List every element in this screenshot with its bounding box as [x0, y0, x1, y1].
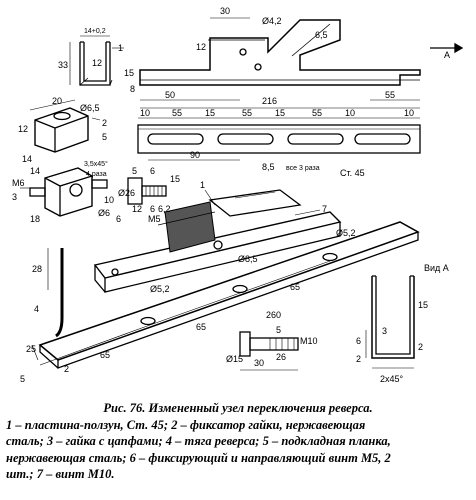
view-arrow-a: A — [444, 50, 450, 60]
dim-assembly-52: Ø5,2 — [336, 228, 356, 238]
dim-part6-6b: 6 — [150, 204, 155, 214]
dim-viewa-3: 3 — [382, 326, 387, 336]
dim-slider-42: Ø4,2 — [262, 16, 282, 26]
callout-1-assembly: 1 — [200, 180, 205, 190]
dim-viewa-2b: 2 — [418, 342, 423, 352]
dim-part2-12: 12 — [18, 124, 28, 134]
caption-line-1: 1 – пластина-ползун, Ст. 45; 2 – фиксато… — [6, 417, 366, 432]
part1-plan-view — [137, 117, 421, 161]
part5-underlay-plate — [31, 221, 420, 369]
dim-slider-15: 15 — [124, 68, 134, 78]
dim-assembly-85: Ø8,5 — [238, 254, 258, 264]
dim-part3-6: Ø6 — [98, 208, 110, 218]
callout-7: 7 — [322, 204, 327, 214]
dim-plan-10a: 10 — [140, 108, 150, 118]
callout-3: 3 — [12, 192, 17, 202]
dim-part6-26: Ø26 — [118, 188, 135, 198]
dim-part6-5: 5 — [132, 166, 137, 176]
dim-part3-10: 10 — [104, 195, 114, 205]
dim-part5-52: Ø5,2 — [150, 284, 170, 294]
dim-plan-55a: 55 — [172, 108, 182, 118]
dim-part5-260: 260 — [266, 310, 281, 320]
dim-slider-216: 216 — [262, 96, 277, 106]
callout-1-top: 1 — [118, 43, 123, 53]
dim-part7-m10: M10 — [300, 336, 318, 346]
caption-line-2: сталь; 3 – гайка с цапфами; 4 – тяга рев… — [6, 434, 391, 448]
dim-part6-15: 15 — [170, 174, 180, 184]
dim-plan-55c: 55 — [312, 108, 322, 118]
figure-caption: Рис. 76. Измененный узел переключения ре… — [6, 400, 470, 483]
part2-nut-retainer — [29, 99, 101, 153]
dim-part7-30: 30 — [254, 358, 264, 368]
dim-part1-12: 12 — [92, 58, 102, 68]
dim-part2-65: Ø6,5 — [80, 103, 100, 113]
technical-drawing: 14+0,2 33 12 1 30 Ø4,2 12 6,5 15 8 50 21… — [12, 6, 464, 384]
dim-slider-30: 30 — [220, 6, 230, 16]
dim-part7-15: Ø15 — [226, 354, 243, 364]
dim-part2-20: 20 — [52, 96, 62, 106]
dim-slider-12: 12 — [196, 42, 206, 52]
view-a-title: Вид А — [424, 263, 449, 273]
dim-plan-15b: 15 — [275, 108, 285, 118]
part1-slider-side — [139, 17, 464, 109]
view-a — [365, 275, 415, 369]
dim-plan-55b: 55 — [242, 108, 252, 118]
dim-viewa-2: 2 — [356, 354, 361, 364]
dim-part5-25: 25 — [26, 344, 36, 354]
part4-reverse-rod — [47, 248, 64, 338]
callout-4: 4 — [34, 304, 39, 314]
dim-plan-85: 8,5 — [262, 162, 275, 172]
dim-part2-2: 2 — [102, 118, 107, 128]
dim-part7-5: 5 — [276, 325, 281, 335]
callout-5: 5 — [20, 374, 25, 384]
dim-viewa-6: 6 — [356, 336, 361, 346]
dim-part5-65b: 65 — [196, 322, 206, 332]
dim-part5-2: 2 — [64, 364, 69, 374]
callout-6: 6 — [116, 214, 121, 224]
dim-part1-33: 33 — [58, 60, 68, 70]
dim-part5-65c: 65 — [100, 350, 110, 360]
dim-part3-m6: M6 — [12, 178, 25, 188]
dim-plan-15a: 15 — [205, 108, 215, 118]
dim-viewa-15: 15 — [418, 300, 428, 310]
dim-part5-65a: 65 — [290, 282, 300, 292]
dim-slider-50: 50 — [165, 90, 175, 100]
part3-nut-trunnions — [20, 167, 108, 217]
dim-viewa-chamfer: 2x45° — [380, 374, 404, 384]
caption-line-3: нержавеющая сталь; 6 – фиксирующий и нап… — [6, 450, 391, 465]
dim-plan-10b: 10 — [345, 108, 355, 118]
note-4-times: 4 раза — [86, 171, 107, 178]
dim-part6-m5: M5 — [148, 214, 161, 224]
caption-line-4: шт.; 7 – винт М10. — [6, 467, 115, 481]
dim-plan-10c: 10 — [404, 108, 414, 118]
dim-part6-6: 6 — [150, 166, 155, 176]
dim-part6-12: 12 — [132, 204, 142, 214]
dim-slider-65: 6,5 — [315, 30, 328, 40]
dim-part4-28: 28 — [32, 264, 42, 274]
dim-slider-8: 8 — [130, 84, 135, 94]
part1-u-profile — [69, 35, 124, 86]
dim-slider-55: 55 — [385, 90, 395, 100]
assembly-view — [93, 189, 342, 293]
dim-part2-14: 14 — [22, 154, 32, 164]
dim-part2-5: 5 — [102, 132, 107, 142]
dimension-labels: 14+0,2 33 12 1 30 Ø4,2 12 6,5 15 8 50 21… — [12, 6, 450, 384]
part6-screw-m5 — [127, 177, 167, 205]
dim-part1-14: 14+0,2 — [84, 28, 106, 35]
caption-title: Рис. 76. Измененный узел переключения ре… — [103, 401, 373, 415]
dim-part7-26: 26 — [276, 352, 286, 362]
material-st45: Ст. 45 — [340, 168, 365, 178]
part7-bolt-m10 — [239, 331, 299, 371]
dim-part3-35: 3,5x45° — [84, 160, 108, 168]
dim-part3-14: 14 — [30, 166, 40, 176]
dim-plan-90: 90 — [190, 150, 200, 160]
note-all-3-times: все 3 раза — [286, 165, 320, 172]
dim-part3-18: 18 — [30, 214, 40, 224]
dim-part6-62: 6,2 — [158, 204, 171, 214]
